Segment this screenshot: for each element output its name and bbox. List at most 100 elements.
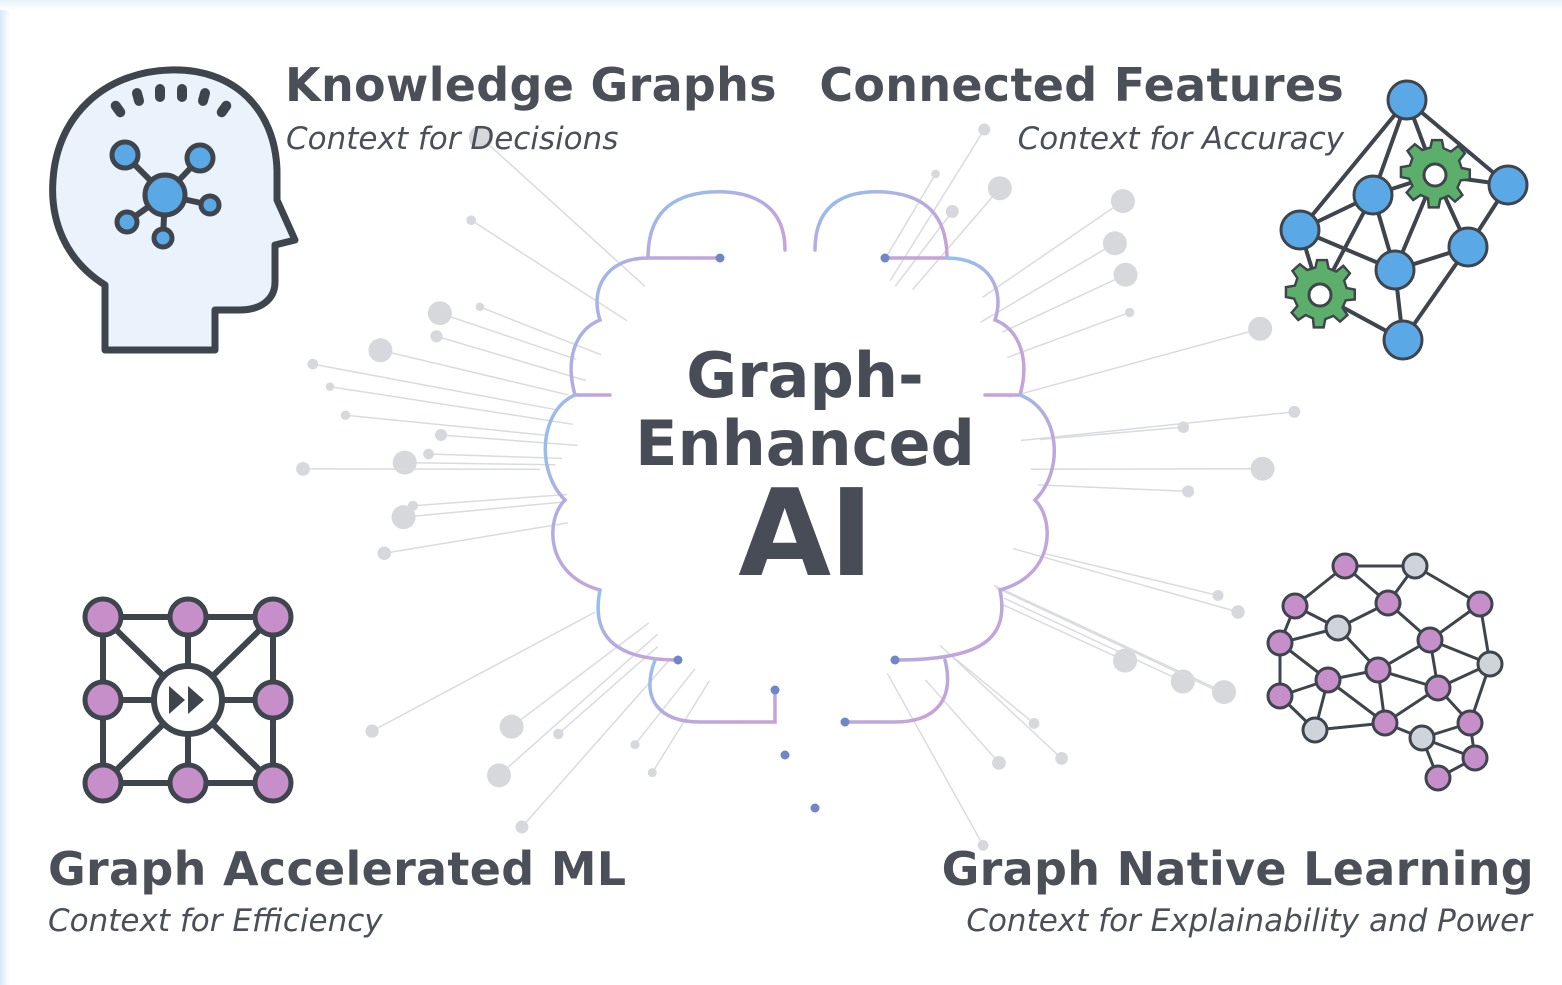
graph-native-learning-title: Graph Native Learning	[941, 842, 1534, 896]
brain-dot	[880, 253, 890, 263]
dendrite-node	[487, 763, 512, 788]
brain-right-mid-lobe	[998, 393, 1056, 592]
dendrite-line	[939, 644, 1063, 759]
mesh-node	[1314, 666, 1342, 694]
brain-left-upper-lobe	[569, 256, 650, 397]
dendrite-node	[992, 755, 1006, 770]
dendrite-node	[377, 546, 391, 560]
dendrite-line	[1000, 603, 1126, 662]
dendrite-node	[1124, 307, 1135, 318]
mesh-node	[1408, 724, 1436, 752]
dendrite-node	[945, 204, 959, 218]
gear-icon-upper	[1399, 138, 1472, 209]
dendrite-node	[1102, 231, 1127, 256]
top-edge-glow	[0, 0, 1562, 10]
brain-dot	[715, 253, 725, 263]
grid-fast-forward-icon	[82, 596, 294, 804]
dendrite-line	[924, 679, 1000, 764]
mesh-node	[1416, 626, 1444, 654]
brain-outline	[543, 190, 1056, 810]
dendrite-line	[993, 584, 1225, 693]
dendrite-node	[368, 338, 393, 363]
mesh-node	[1424, 674, 1452, 702]
dendrite-node	[515, 820, 529, 834]
dendrite-line	[521, 657, 672, 828]
dendrite-line	[949, 653, 1035, 724]
dendrite-line	[884, 173, 937, 260]
brain-left-low-lobe	[596, 588, 680, 662]
dendrite-line	[1001, 274, 1126, 333]
dendrite-line	[404, 461, 556, 466]
mesh-node	[1301, 716, 1329, 744]
mesh-node	[1466, 590, 1494, 618]
dendrite-line	[1013, 547, 1239, 613]
brain-dot	[810, 803, 820, 813]
dendrite-line	[479, 306, 602, 356]
dendrite-node	[434, 428, 448, 442]
dendrite-line	[995, 586, 1223, 694]
mesh-network-icon	[1266, 552, 1504, 792]
dendrite-line	[894, 211, 953, 287]
dendrite-line	[403, 501, 562, 518]
dendrite-node	[296, 461, 310, 476]
left-edge-glow	[0, 0, 10, 985]
dendrite-node	[977, 839, 989, 851]
gear-icon-lower	[1284, 258, 1357, 329]
dendrite-node	[1113, 262, 1138, 287]
dendrite-line	[1045, 552, 1219, 597]
dendrite-line	[436, 335, 587, 382]
head-network-icon	[49, 66, 299, 354]
brain-left-bottom-lobe	[648, 658, 777, 724]
brain-left-mid-lobe	[543, 393, 602, 592]
dendrite-node	[427, 301, 452, 326]
center-title-line-enhanced: Enhanced	[635, 407, 975, 480]
dendrite-node	[466, 215, 476, 226]
graph-native-learning-subtitle: Context for Explainability and Power	[966, 903, 1532, 939]
connected-features-subtitle: Context for Accuracy	[1017, 121, 1344, 157]
dendrite-node	[1216, 687, 1229, 700]
dendrite-node	[553, 728, 564, 740]
dendrite-line	[312, 363, 556, 411]
dendrite-line	[439, 312, 577, 361]
dendrite-node	[1110, 189, 1135, 214]
network-gears-icon	[1279, 79, 1529, 361]
graph-accelerated-ml-title: Graph Accelerated ML	[48, 842, 627, 896]
brain-left-top-lobe	[646, 190, 787, 260]
dendrite-line	[1007, 311, 1130, 359]
brain-dot	[673, 655, 683, 665]
mesh-node	[1456, 709, 1484, 737]
dendrite-line	[1039, 426, 1184, 441]
knowledge-graphs-title: Knowledge Graphs	[285, 58, 777, 112]
center-title-line-graph: Graph-	[686, 339, 924, 412]
dendrite-line	[1037, 484, 1189, 493]
brain-dot	[780, 750, 790, 760]
dendrite-line	[384, 522, 568, 554]
dendrite-line	[1020, 411, 1295, 442]
dendrite-line	[982, 200, 1124, 298]
dendrite-line	[912, 187, 1001, 291]
dendrite-node	[1212, 589, 1224, 601]
mesh-node	[1374, 589, 1402, 617]
brain-right-low-lobe	[893, 588, 1004, 662]
dendrite-node	[1250, 456, 1275, 481]
dendrite-node	[365, 724, 379, 738]
dendrite-node	[931, 169, 940, 179]
dendrite-node	[1248, 316, 1273, 341]
brain-dot	[840, 717, 850, 727]
dendrite-line	[412, 493, 568, 507]
connected-features-title: Connected Features	[819, 58, 1344, 112]
dendrite-node	[430, 330, 443, 343]
dendrite-line	[329, 386, 574, 426]
mesh-node	[1266, 629, 1294, 657]
dendrite-node	[1182, 485, 1195, 498]
knowledge-graphs-subtitle: Context for Decisions	[286, 121, 619, 157]
dendrite-line	[1030, 467, 1263, 471]
dendrite-line	[557, 645, 659, 735]
brain-right-top-lobe	[813, 190, 949, 260]
graph-accelerated-ml-subtitle: Context for Efficiency	[48, 903, 383, 939]
dendrite-node	[1055, 752, 1068, 765]
dendrite-node	[647, 768, 657, 778]
brain-terminal-dots	[673, 253, 900, 813]
dendrite-line	[428, 453, 563, 460]
